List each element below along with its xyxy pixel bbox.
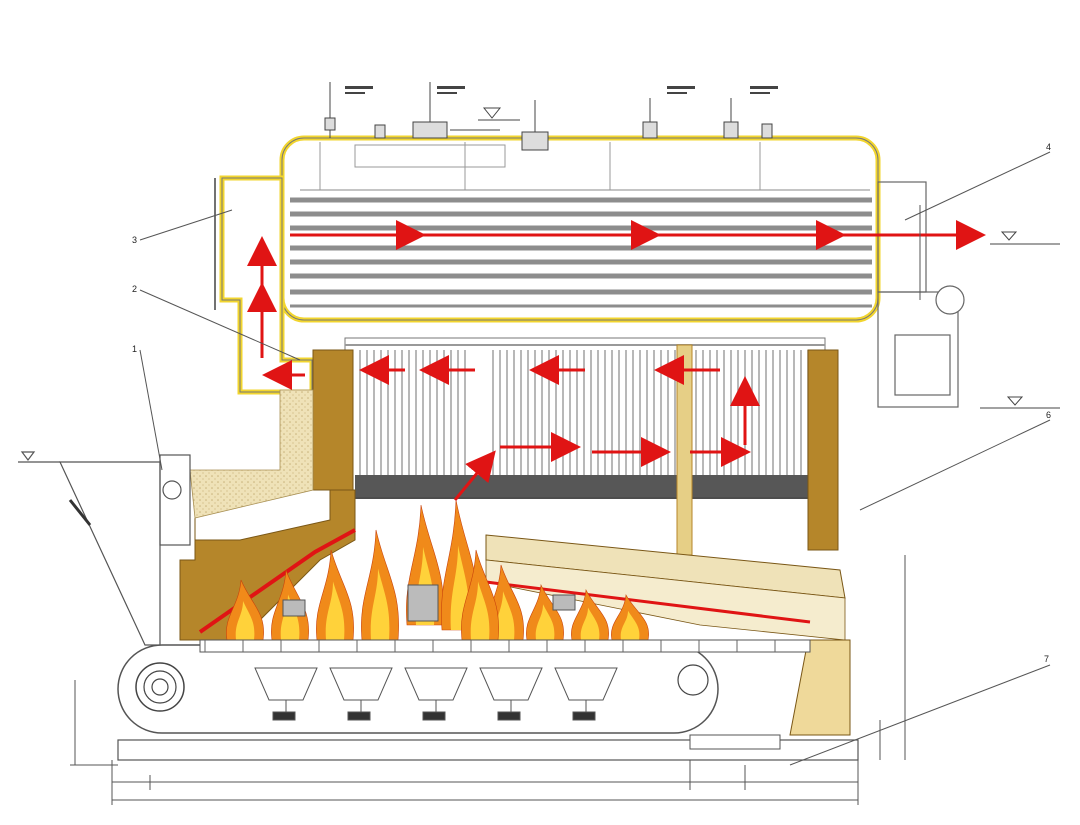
insulation-fill: [189, 389, 851, 736]
valve-icon: [374, 124, 386, 139]
level-marker-icon: [478, 107, 520, 121]
upper-drum: [279, 135, 881, 323]
part-label-3: 3: [132, 235, 137, 245]
leader-lines: [139, 151, 1051, 766]
chain-grate: [117, 639, 859, 761]
part-label-7: 7: [1044, 654, 1049, 664]
part-label-1: 1: [132, 344, 137, 354]
flue-gas-flow: [247, 220, 986, 501]
dimension-lines: [70, 205, 921, 805]
refractory-wall-right: [807, 349, 839, 551]
fire-tubes: [290, 197, 872, 308]
coal-hopper: [18, 451, 191, 646]
top-fittings: [324, 82, 773, 151]
level-marker-icon: [980, 231, 1060, 409]
part-label-6: 6: [1046, 410, 1051, 420]
part-label-2: 2: [132, 284, 137, 294]
baffle-column: [676, 344, 693, 556]
right-smoke-box: [877, 181, 965, 408]
water-tube-bank: [344, 337, 826, 499]
valve-icon: [642, 121, 658, 139]
part-label-4: 4: [1046, 142, 1051, 152]
